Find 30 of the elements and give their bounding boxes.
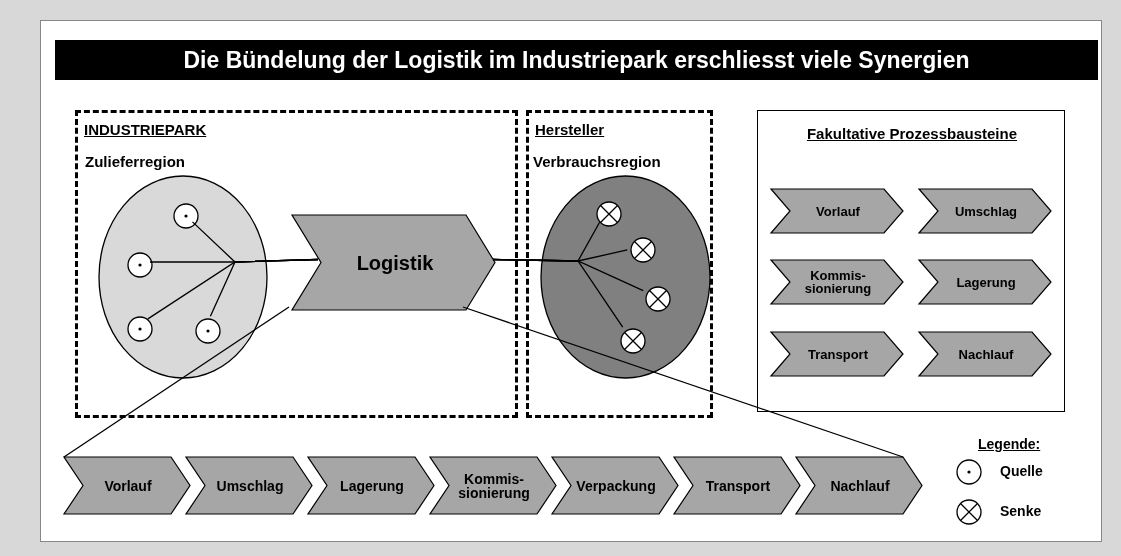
process-label: Transport	[705, 478, 771, 493]
process-label: Umschlag	[954, 204, 1018, 218]
module-panel	[757, 110, 1065, 412]
process-label: Vorlauf	[816, 204, 860, 218]
process-label: Lagerung	[956, 275, 1016, 289]
dashed-region-box	[75, 110, 518, 418]
region-heading: INDUSTRIEPARK	[83, 121, 207, 138]
process-label: Kommis- sionierung	[803, 269, 873, 295]
process-label: Transport	[808, 347, 868, 361]
process-label: Vorlauf	[104, 478, 152, 493]
dashed-region-box	[526, 110, 713, 418]
process-label: Kommis- sionierung	[457, 471, 531, 500]
process-label: Umschlag	[216, 478, 284, 493]
legend-label: Quelle	[1000, 463, 1043, 479]
connector-line	[63, 306, 290, 458]
process-label: Nachlauf	[958, 347, 1014, 361]
connector-line	[492, 258, 624, 328]
process-label: Verpackung	[576, 478, 656, 493]
legend-label: Senke	[1000, 503, 1042, 519]
title-text: Die Bündelung der Logistik im Industriepark erschliesst viele Synergien	[183, 46, 970, 74]
region-label: Zulieferregion	[85, 153, 185, 170]
region-label: Verbrauchsregion	[533, 153, 661, 170]
process-label: Logistik	[356, 252, 434, 273]
process-label: Nachlauf	[830, 478, 890, 493]
region-heading: Fakultative Prozessbausteine	[805, 125, 1019, 142]
process-label: Lagerung	[340, 478, 404, 493]
region-heading: Hersteller	[534, 121, 605, 138]
connector-line	[462, 306, 904, 458]
legend-heading: Legende:	[978, 436, 1041, 452]
connector-line	[209, 258, 319, 317]
